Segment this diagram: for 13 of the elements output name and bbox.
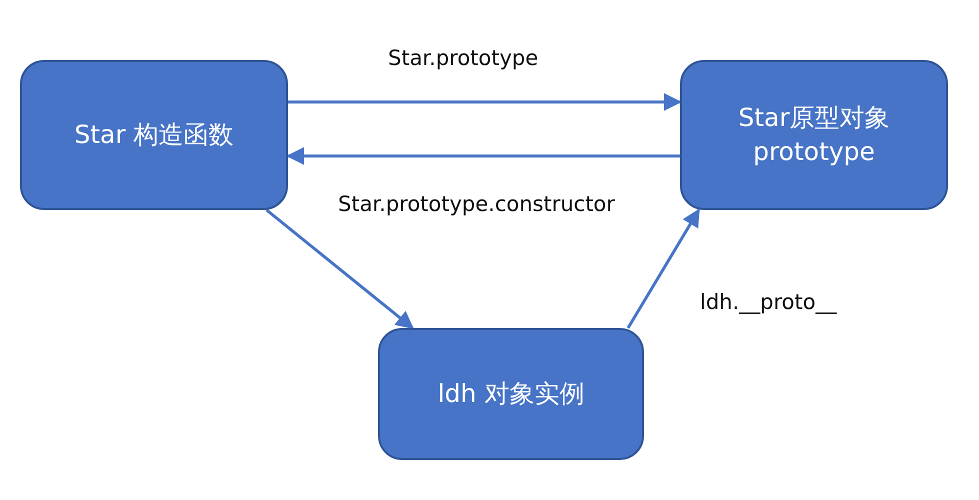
node-label: Star原型对象 prototype [737, 102, 891, 168]
edge-label: Star.prototype [388, 46, 538, 70]
arrow [266, 208, 414, 330]
arrow [286, 147, 680, 165]
arrow [626, 208, 700, 329]
edge-label: Star.prototype.constructor [338, 192, 615, 216]
node-label: Star 构造函数 [74, 119, 234, 152]
arrow [288, 93, 682, 111]
rounded-box [20, 60, 288, 210]
rounded-box [680, 60, 948, 210]
edge-label: ldh.__proto__ [700, 290, 837, 314]
rounded-box [378, 328, 644, 460]
node-label: ldh 对象实例 [438, 378, 584, 410]
